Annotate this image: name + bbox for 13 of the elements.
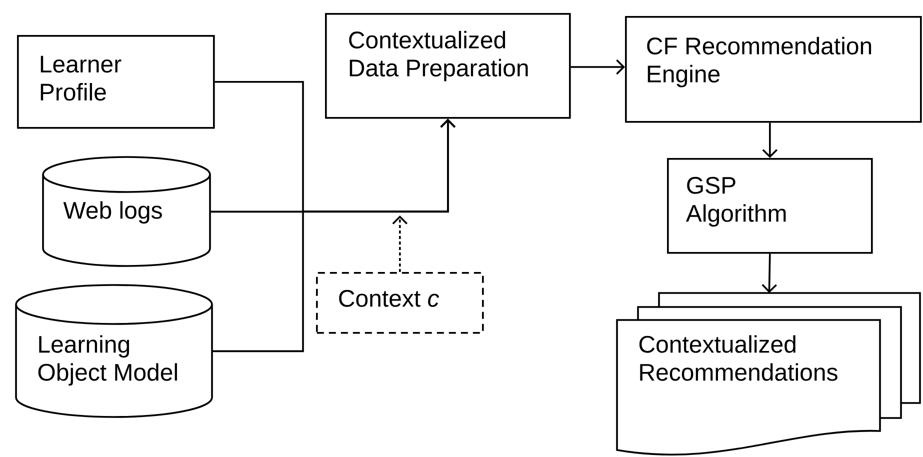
database-cylinder: Web logs (42, 156, 211, 267)
arrow (762, 122, 778, 158)
arrow (212, 118, 456, 352)
database-cylinder: Learning Object Model (15, 284, 213, 418)
process-box: CF Recommendation Engine (625, 16, 922, 123)
arrow (392, 216, 408, 272)
process-box: GSP Algorithm (667, 158, 873, 254)
context-box: Context c (316, 272, 484, 334)
arrow (762, 254, 777, 293)
document-stack: Contextualized Recommendations (616, 292, 921, 456)
process-box: Learner Profile (17, 35, 215, 129)
arrow (570, 59, 625, 75)
process-box: Contextualized Data Preparation (325, 13, 571, 119)
